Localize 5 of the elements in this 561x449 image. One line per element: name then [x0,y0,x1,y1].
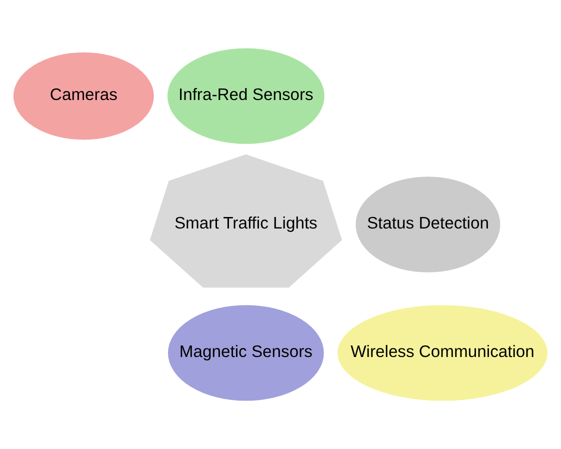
node-ellipse: Status Detection [354,174,502,274]
node-ellipse: Cameras [11,50,156,142]
node-ellipse: Infra-Red Sensors [165,46,326,146]
node-ellipse: Wireless Communication [335,303,550,403]
node-ellipse: Magnetic Sensors [166,303,326,403]
